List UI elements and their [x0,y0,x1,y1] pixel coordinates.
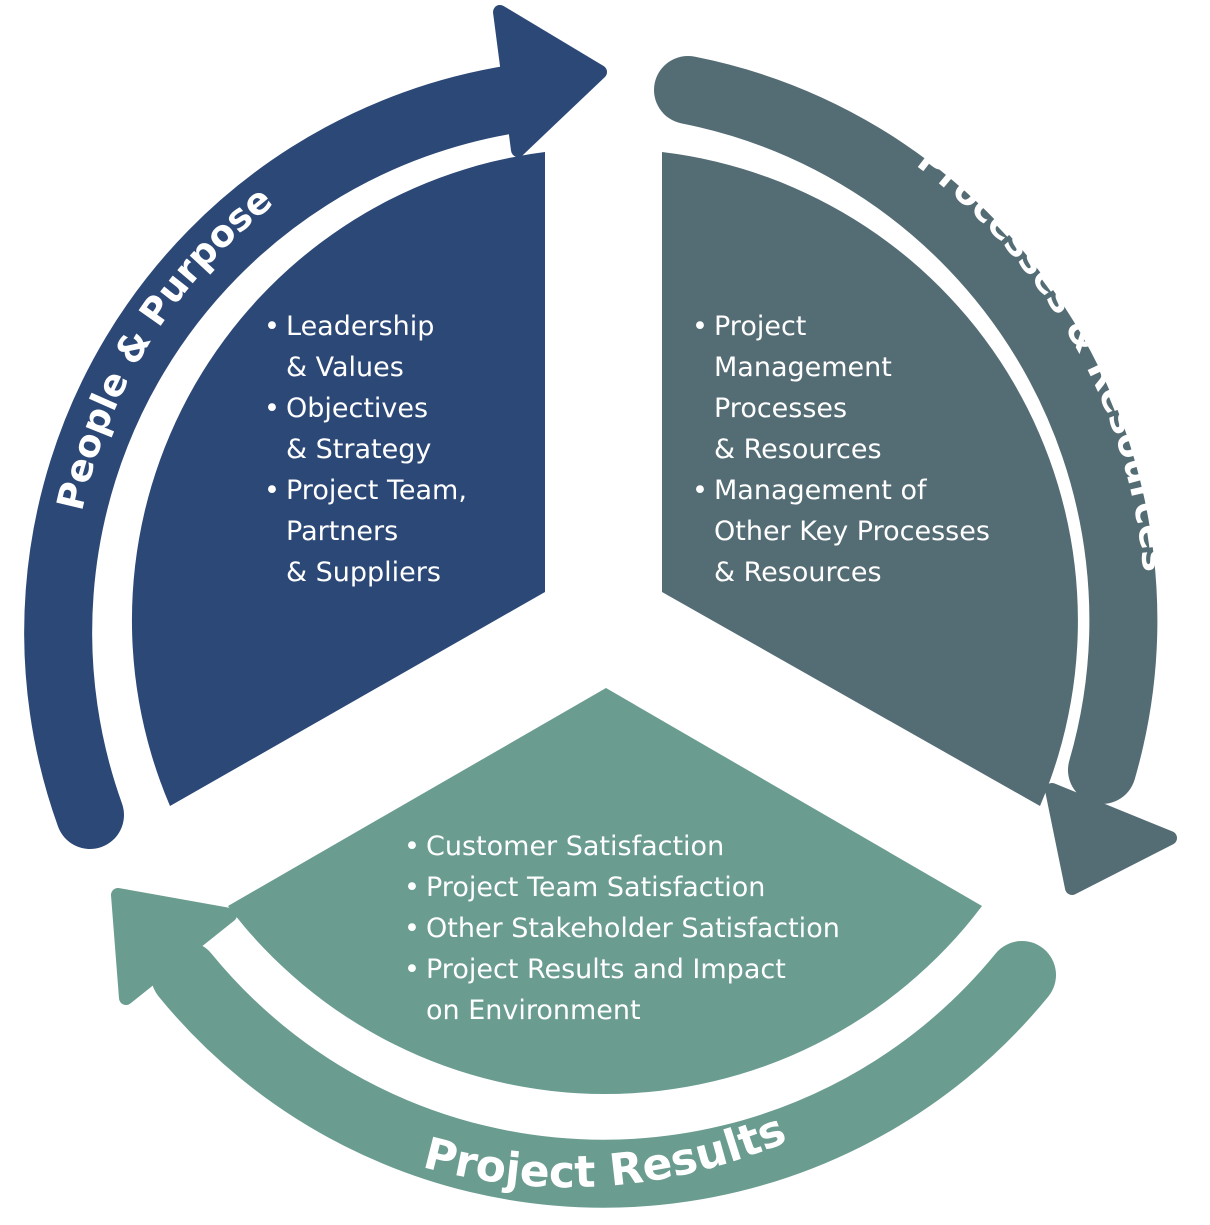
people-bullet-list: •Leadership & Values •Objectives & Strat… [262,306,532,593]
processes-sector [662,152,1078,806]
people-bullet-item: •Objectives & Strategy [264,393,432,465]
people-arrow-head [493,5,607,157]
processes-bullet-list: •Project Management Processes & Resource… [690,306,1050,593]
results-bullet-item: •Customer Satisfaction [404,831,725,862]
processes-arrow-head [1045,783,1177,895]
results-bullet-item: •Project Results and Impact on Environme… [404,954,786,1026]
results-arrow-band [151,941,1056,1208]
results-arrow-head [111,888,237,1005]
processes-bullet-item: •Management of Other Key Processes & Res… [692,475,990,588]
people-sector [131,152,545,806]
results-bullet-list: •Customer Satisfaction •Project Team Sat… [402,826,922,1031]
people-bullet-item: •Project Team, Partners & Suppliers [264,475,467,588]
results-bullet-item: •Project Team Satisfaction [404,872,766,903]
results-bullet-item: •Other Stakeholder Satisfaction [404,913,840,944]
processes-bullet-item: •Project Management Processes & Resource… [692,311,892,465]
processes-arrow-band [654,56,1158,804]
people-arrow-band [24,64,554,849]
people-bullet-item: •Leadership & Values [264,311,435,383]
results-sector [228,688,982,1095]
